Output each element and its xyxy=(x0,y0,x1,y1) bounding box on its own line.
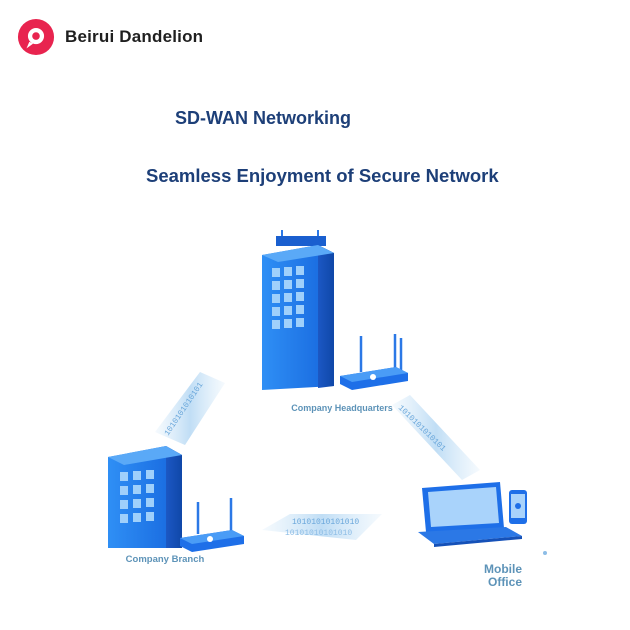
label-mobile-office-line2: Office xyxy=(488,575,522,589)
router-icon xyxy=(340,334,408,390)
sparkle-icon xyxy=(543,551,547,555)
link-bits-branch-mobile: 10101010101010 xyxy=(292,518,359,527)
link-bits-branch-mobile-row2: 10101010101010 xyxy=(285,529,352,538)
router-icon xyxy=(180,498,244,552)
page-subtitle: Seamless Enjoyment of Secure Network xyxy=(146,165,499,186)
label-company-branch: Company Branch xyxy=(126,554,205,565)
phone-icon xyxy=(509,490,527,524)
building-icon xyxy=(262,230,334,390)
brand-logo-icon xyxy=(17,18,55,56)
brand: Beirui Dandelion xyxy=(17,18,203,56)
link-hq-branch: 1010101010101 xyxy=(155,372,225,445)
label-company-headquarters: Company Headquarters xyxy=(291,403,393,413)
link-branch-mobile: 10101010101010 10101010101010 xyxy=(262,514,382,540)
building-icon xyxy=(108,446,182,548)
link-hq-mobile: 1010101010101 xyxy=(392,395,480,480)
page-title: SD-WAN Networking xyxy=(175,108,352,128)
laptop-icon xyxy=(418,482,522,547)
label-mobile-office-line1: Mobile xyxy=(484,562,522,576)
brand-name: Beirui Dandelion xyxy=(65,27,204,46)
